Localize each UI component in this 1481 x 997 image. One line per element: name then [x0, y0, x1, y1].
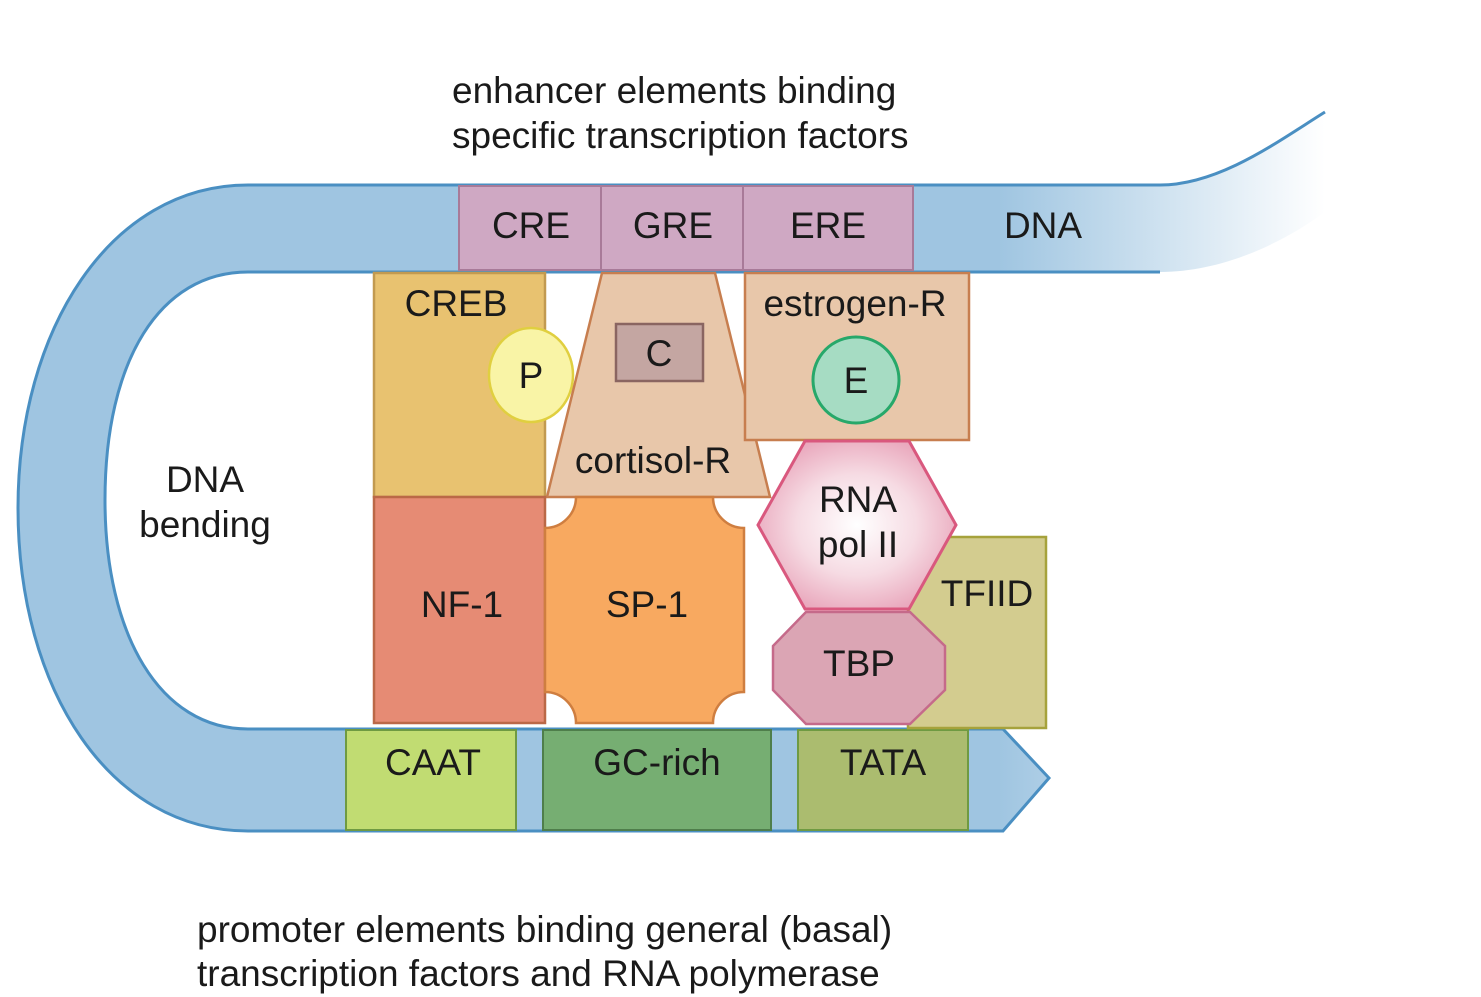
promoter-element-gc-rich [542, 729, 772, 831]
phosphate-ligand [487, 326, 575, 424]
dna-label: DNA [1004, 205, 1082, 246]
cre-label: CRE [492, 205, 570, 246]
ere-label: ERE [790, 205, 866, 246]
creb-label: CREB [405, 283, 508, 324]
gre-label: GRE [633, 205, 713, 246]
dna-bending-line1: DNA [166, 459, 244, 500]
enhancer-element-cre [458, 185, 602, 271]
dna-bending-line2: bending [139, 504, 271, 545]
tbp-label: TBP [823, 643, 895, 684]
phosphate-label: P [519, 355, 544, 396]
enhancer-element-gre [600, 185, 744, 271]
estrogen-receptor-label: estrogen-R [763, 283, 946, 324]
tbp-factor [771, 610, 947, 726]
cortisol-ligand [614, 322, 705, 383]
enhancer-caption-line1: enhancer elements binding [452, 70, 896, 111]
enhancer-caption-line2: specific transcription factors [452, 115, 909, 156]
tfiid-label: TFIID [941, 573, 1033, 614]
promoter-element-caat [345, 729, 517, 831]
cortisol-ligand-label: C [646, 333, 673, 374]
promoter-element-tata [797, 729, 969, 831]
promoter-caption-line2: transcription factors and RNA polymerase [197, 953, 880, 994]
sp1-label: SP-1 [606, 584, 688, 625]
sp1-factor [543, 495, 746, 725]
nf1-label: NF-1 [421, 584, 503, 625]
estrogen-ligand [811, 335, 901, 425]
dna-strand-outline [16, 110, 1326, 833]
rna-pol-label-line2: pol II [818, 524, 898, 565]
caat-label: CAAT [385, 742, 481, 783]
cortisol-receptor [545, 271, 772, 499]
cortisol-receptor-label: cortisol-R [575, 440, 731, 481]
estrogen-ligand-label: E [844, 360, 869, 401]
nf1-factor [372, 495, 547, 725]
tata-label: TATA [840, 742, 927, 783]
rna-polymerase-ii [756, 439, 958, 611]
rna-pol-label-line1: RNA [819, 479, 897, 520]
promoter-caption-line1: promoter elements binding general (basal… [197, 909, 892, 950]
gc-rich-label: GC-rich [593, 742, 720, 783]
enhancer-element-ere [742, 185, 914, 271]
